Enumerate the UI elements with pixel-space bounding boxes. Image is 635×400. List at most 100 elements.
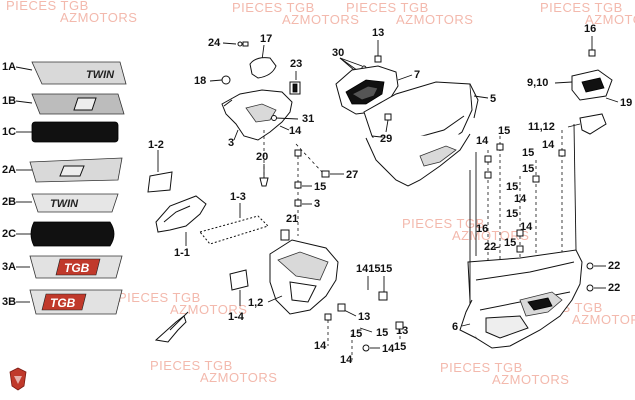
cap-17	[249, 57, 277, 79]
callout: 14	[520, 221, 533, 233]
callout: 17	[260, 33, 272, 45]
callout: 15	[522, 147, 534, 159]
lower-front-panel: 1,2	[248, 239, 339, 315]
callout-2c: 2C	[2, 228, 16, 240]
callout: 1-2	[148, 139, 164, 151]
callout: 21	[286, 213, 298, 225]
decal-1a-text: TWIN	[86, 69, 115, 81]
callout: 15	[376, 327, 388, 339]
callout: 14	[382, 343, 395, 355]
callout-1a: 1A	[2, 61, 16, 73]
callout: 13	[372, 27, 384, 39]
screw-column-center: 15 3 21	[280, 149, 326, 241]
footboard-assembly: 14 15 15 14 15 15 14 15 14 16 22 15 6 22…	[452, 123, 620, 349]
callout: 14	[340, 354, 353, 366]
decal-3b-tgb-badge	[41, 293, 87, 311]
watermark: PIECES TGB	[150, 358, 233, 373]
watermark: AZMOTORS	[170, 302, 247, 317]
azmotors-logo	[9, 367, 27, 391]
callout: 16	[584, 23, 596, 35]
part-1-3-panel: 1-3	[199, 191, 269, 245]
callout: 11,12	[528, 121, 555, 133]
watermark: PIECES TGB	[6, 0, 89, 13]
lower-screws: 1415 15 13 15 14 15 14 14 15 13	[314, 263, 408, 366]
callout: 14	[476, 135, 489, 147]
callout: 14	[314, 340, 327, 352]
callout-2a: 2A	[2, 164, 16, 176]
decal-3a-text: TGB	[64, 261, 90, 275]
callout: 15	[522, 163, 534, 175]
screw-20: 20	[256, 130, 269, 187]
callout: 29	[380, 133, 392, 145]
watermark: AZMOTORS	[585, 12, 635, 27]
callout: 14	[542, 139, 555, 151]
callout: 22	[608, 260, 620, 272]
callout: 19	[620, 97, 632, 109]
sticker-1-4	[229, 269, 249, 291]
watermark: PIECES TGB	[402, 216, 485, 231]
callout: 5	[490, 93, 496, 105]
callout: 1-3	[230, 191, 246, 203]
decal-2c	[30, 221, 115, 247]
decal-2b-text: TWIN	[50, 198, 79, 210]
callout: 15	[498, 125, 510, 137]
callout: 22	[484, 241, 496, 253]
callout-1c: 1C	[2, 126, 16, 138]
decal-3a-tgb-badge	[55, 258, 101, 276]
callout: 9,10	[527, 77, 548, 89]
callout: 14	[514, 193, 527, 205]
decal-1b-emblem	[73, 97, 97, 111]
part-1-1-panel: 1-1	[155, 195, 207, 259]
callout: 15	[506, 181, 518, 193]
callout: 3	[314, 198, 320, 210]
callout: 15	[504, 237, 516, 249]
sticker-1-2	[147, 171, 173, 193]
callout: 16	[476, 223, 488, 235]
callout: 24	[208, 37, 221, 49]
callout: 14	[289, 125, 302, 137]
part-1-4-sticker: 1-4	[228, 269, 249, 323]
callout-3a: 3A	[2, 261, 16, 273]
watermark: AZMOTORS	[396, 12, 473, 27]
watermark-group: PIECES TGB AZMOTORS PIECES TGB AZMOTORS …	[6, 0, 635, 387]
decal-1a	[31, 61, 127, 85]
callout: 1-1	[174, 247, 190, 259]
callout: 18	[194, 75, 206, 87]
watermark: AZMOTORS	[60, 10, 137, 25]
bracket-small	[154, 311, 189, 343]
front-cover-assembly: 24 17 18 23 3 31 14	[194, 33, 314, 149]
watermark: AZMOTORS	[452, 228, 529, 243]
decal-3b-text: TGB	[50, 296, 76, 310]
watermark: PIECES TGB	[118, 290, 201, 305]
watermark: AZMOTORS	[282, 12, 359, 27]
callout: 23	[290, 58, 302, 70]
callout: 13	[358, 311, 370, 323]
callout: 27	[346, 169, 358, 181]
decal-1c	[31, 121, 119, 143]
watermark: AZMOTORS	[492, 372, 569, 387]
watermark: AZMOTORS	[200, 370, 277, 385]
right-top-parts: 16 9,10 19 11,12	[527, 23, 632, 135]
callout: 1-4	[228, 311, 245, 323]
callout: 6	[452, 321, 458, 333]
callout: 15	[394, 341, 406, 353]
callout: 20	[256, 151, 268, 163]
callout: 3	[228, 137, 234, 149]
sticker-1-3	[199, 215, 269, 245]
callout: 15	[506, 208, 518, 220]
watermark: AZMOTORS	[572, 312, 635, 327]
side-cover-1-1	[155, 195, 207, 233]
decal-2a-emblem	[59, 165, 85, 177]
callout: 22	[608, 282, 620, 294]
watermark: PIECES TGB	[232, 0, 315, 15]
callout-3b: 3B	[2, 296, 16, 308]
callout: 15	[350, 328, 362, 340]
callout: 15	[314, 181, 326, 193]
screw-27: 27	[295, 143, 358, 181]
bracket-11-12	[579, 113, 607, 135]
callout-1b: 1B	[2, 95, 16, 107]
rear-cover-assembly: 30 13 7 5 29	[332, 27, 496, 187]
callout: 31	[302, 113, 314, 125]
watermark: PIECES TGB	[440, 360, 523, 375]
callout: 1415	[356, 263, 380, 275]
